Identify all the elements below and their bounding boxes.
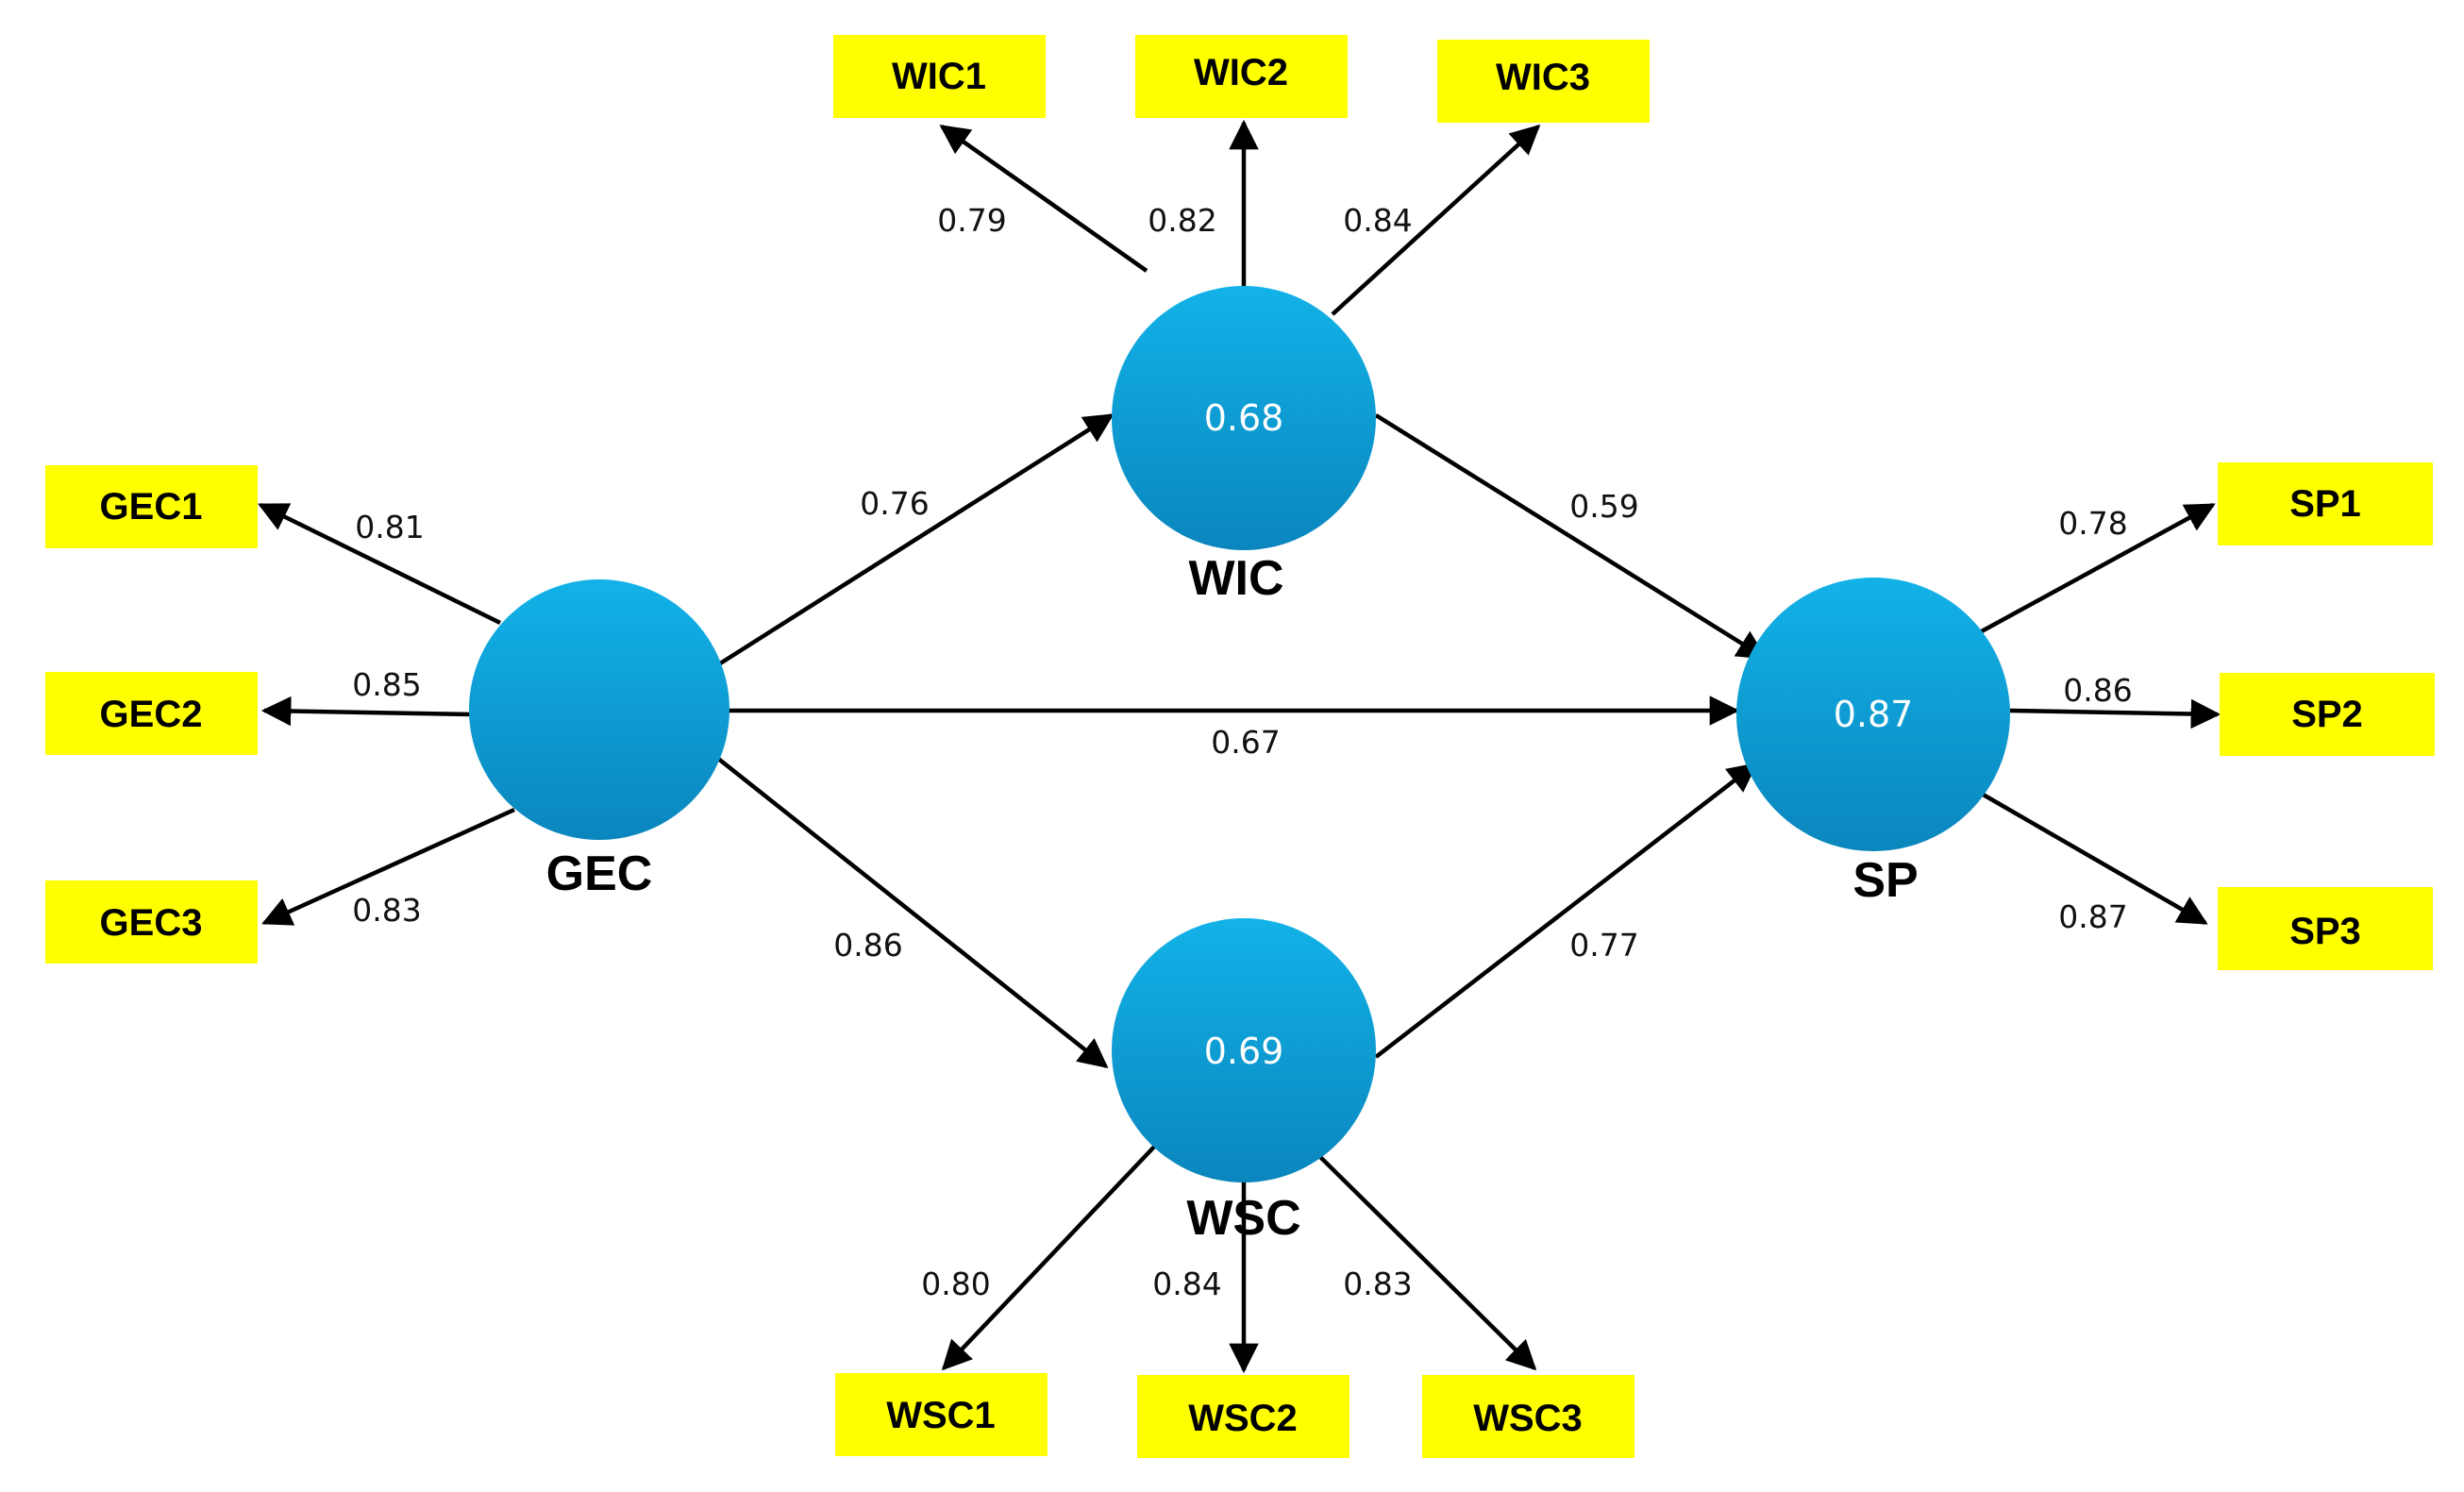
latent-wsc: 0.69 WSC xyxy=(1112,918,1376,1246)
indicator-wic3: WIC3 xyxy=(1437,40,1650,123)
indicator-label: WSC2 xyxy=(1188,1398,1298,1439)
indicator-box xyxy=(2218,887,2433,970)
indicator-wsc2: WSC2 xyxy=(1137,1375,1349,1458)
indicator-gec3: GEC3 xyxy=(45,880,258,964)
latent-wic: 0.68 WIC xyxy=(1112,286,1376,606)
indicator-box xyxy=(1422,1375,1634,1458)
latent-name: GEC xyxy=(546,847,653,901)
arrow-wsc-to-wsc3 xyxy=(1315,1151,1537,1371)
path-coef-gec-wsc: 0.86 xyxy=(833,927,902,964)
indicator-sp1: SP1 xyxy=(2218,462,2433,545)
indicator-label: SP2 xyxy=(2291,694,2363,735)
path-coef-gec-sp: 0.67 xyxy=(1211,724,1280,761)
loading-wsc1: 0.80 xyxy=(921,1266,990,1302)
loading-gec2: 0.85 xyxy=(352,666,421,703)
latent-r2-value: 0.69 xyxy=(1204,1031,1284,1072)
loading-wic1: 0.79 xyxy=(937,202,1006,239)
indicator-label: SP1 xyxy=(2289,483,2361,525)
indicator-box xyxy=(1137,1375,1349,1458)
latent-circle xyxy=(1112,918,1376,1182)
indicator-label: WIC1 xyxy=(892,56,986,97)
loading-gec1: 0.81 xyxy=(355,509,424,545)
path-coef-gec-wic: 0.76 xyxy=(860,485,929,522)
latent-r2-value: 0.87 xyxy=(1834,694,1914,735)
path-coef-wic-sp: 0.59 xyxy=(1569,488,1638,525)
loading-wic2: 0.82 xyxy=(1148,202,1216,239)
arrow-gec-to-gec1 xyxy=(258,502,501,626)
latent-sp: 0.87 SP xyxy=(1736,578,2010,908)
indicator-box xyxy=(45,672,258,755)
indicator-label: WIC3 xyxy=(1496,57,1590,98)
latent-circle xyxy=(469,579,729,840)
loading-wsc2: 0.84 xyxy=(1152,1266,1221,1302)
indicator-label: WSC3 xyxy=(1473,1398,1583,1439)
indicator-label: GEC3 xyxy=(100,902,203,944)
indicator-box xyxy=(45,465,258,548)
loading-sp2: 0.86 xyxy=(2063,672,2132,709)
indicator-gec1: GEC1 xyxy=(45,465,258,548)
indicator-box xyxy=(833,35,1046,118)
path-gec-to-wsc xyxy=(715,756,1109,1068)
path-wic-to-sp xyxy=(1374,413,1768,660)
path-wsc-to-sp xyxy=(1374,763,1758,1059)
indicator-label: GEC1 xyxy=(100,486,203,528)
indicator-wic1: WIC1 xyxy=(833,35,1046,118)
indicator-box xyxy=(45,880,258,964)
indicator-wsc1: WSC1 xyxy=(835,1373,1048,1456)
loading-sp3: 0.87 xyxy=(2058,898,2127,935)
arrow-gec-to-gec3 xyxy=(261,807,515,926)
indicator-box xyxy=(2220,673,2435,756)
indicator-sp3: SP3 xyxy=(2218,887,2433,970)
indicator-label: WSC1 xyxy=(886,1395,996,1436)
latent-circle xyxy=(1736,578,2010,851)
arrow-sp-to-sp3 xyxy=(1978,791,2208,925)
arrow-gec-to-gec2 xyxy=(260,696,473,727)
path-coef-wsc-sp: 0.77 xyxy=(1569,927,1638,964)
indicator-gec2: GEC2 xyxy=(45,672,258,755)
indicator-box xyxy=(1437,40,1650,123)
indicator-box xyxy=(1135,35,1348,118)
indicator-sp2: SP2 xyxy=(2220,673,2435,756)
indicator-label: WIC2 xyxy=(1194,52,1288,93)
arrow-sp-to-sp1 xyxy=(1978,503,2216,634)
latent-r2-value: 0.68 xyxy=(1204,397,1284,439)
arrow-wsc-to-wsc1 xyxy=(941,1142,1159,1371)
path-gec-to-wic xyxy=(715,413,1115,667)
loading-sp1: 0.78 xyxy=(2058,505,2127,542)
loading-wic3: 0.84 xyxy=(1343,202,1412,239)
arrow-sp-to-sp2 xyxy=(2009,698,2221,729)
loading-gec3: 0.83 xyxy=(352,892,421,929)
arrow-wic-to-wic3 xyxy=(1331,124,1541,316)
indicator-box xyxy=(835,1373,1048,1456)
latent-name: SP xyxy=(1852,853,1918,908)
indicator-wsc3: WSC3 xyxy=(1422,1375,1634,1458)
latent-name: WIC xyxy=(1188,551,1283,606)
latent-name: WSC xyxy=(1186,1191,1300,1246)
indicator-label: SP3 xyxy=(2289,911,2361,952)
latent-circle xyxy=(1112,286,1376,550)
indicator-box xyxy=(2218,462,2433,545)
loading-wsc3: 0.83 xyxy=(1343,1266,1412,1302)
indicator-wic2: WIC2 xyxy=(1135,35,1348,118)
indicator-label: GEC2 xyxy=(100,694,203,735)
latent-gec: GEC xyxy=(469,579,729,901)
arrow-wic-to-wic1 xyxy=(939,125,1148,273)
